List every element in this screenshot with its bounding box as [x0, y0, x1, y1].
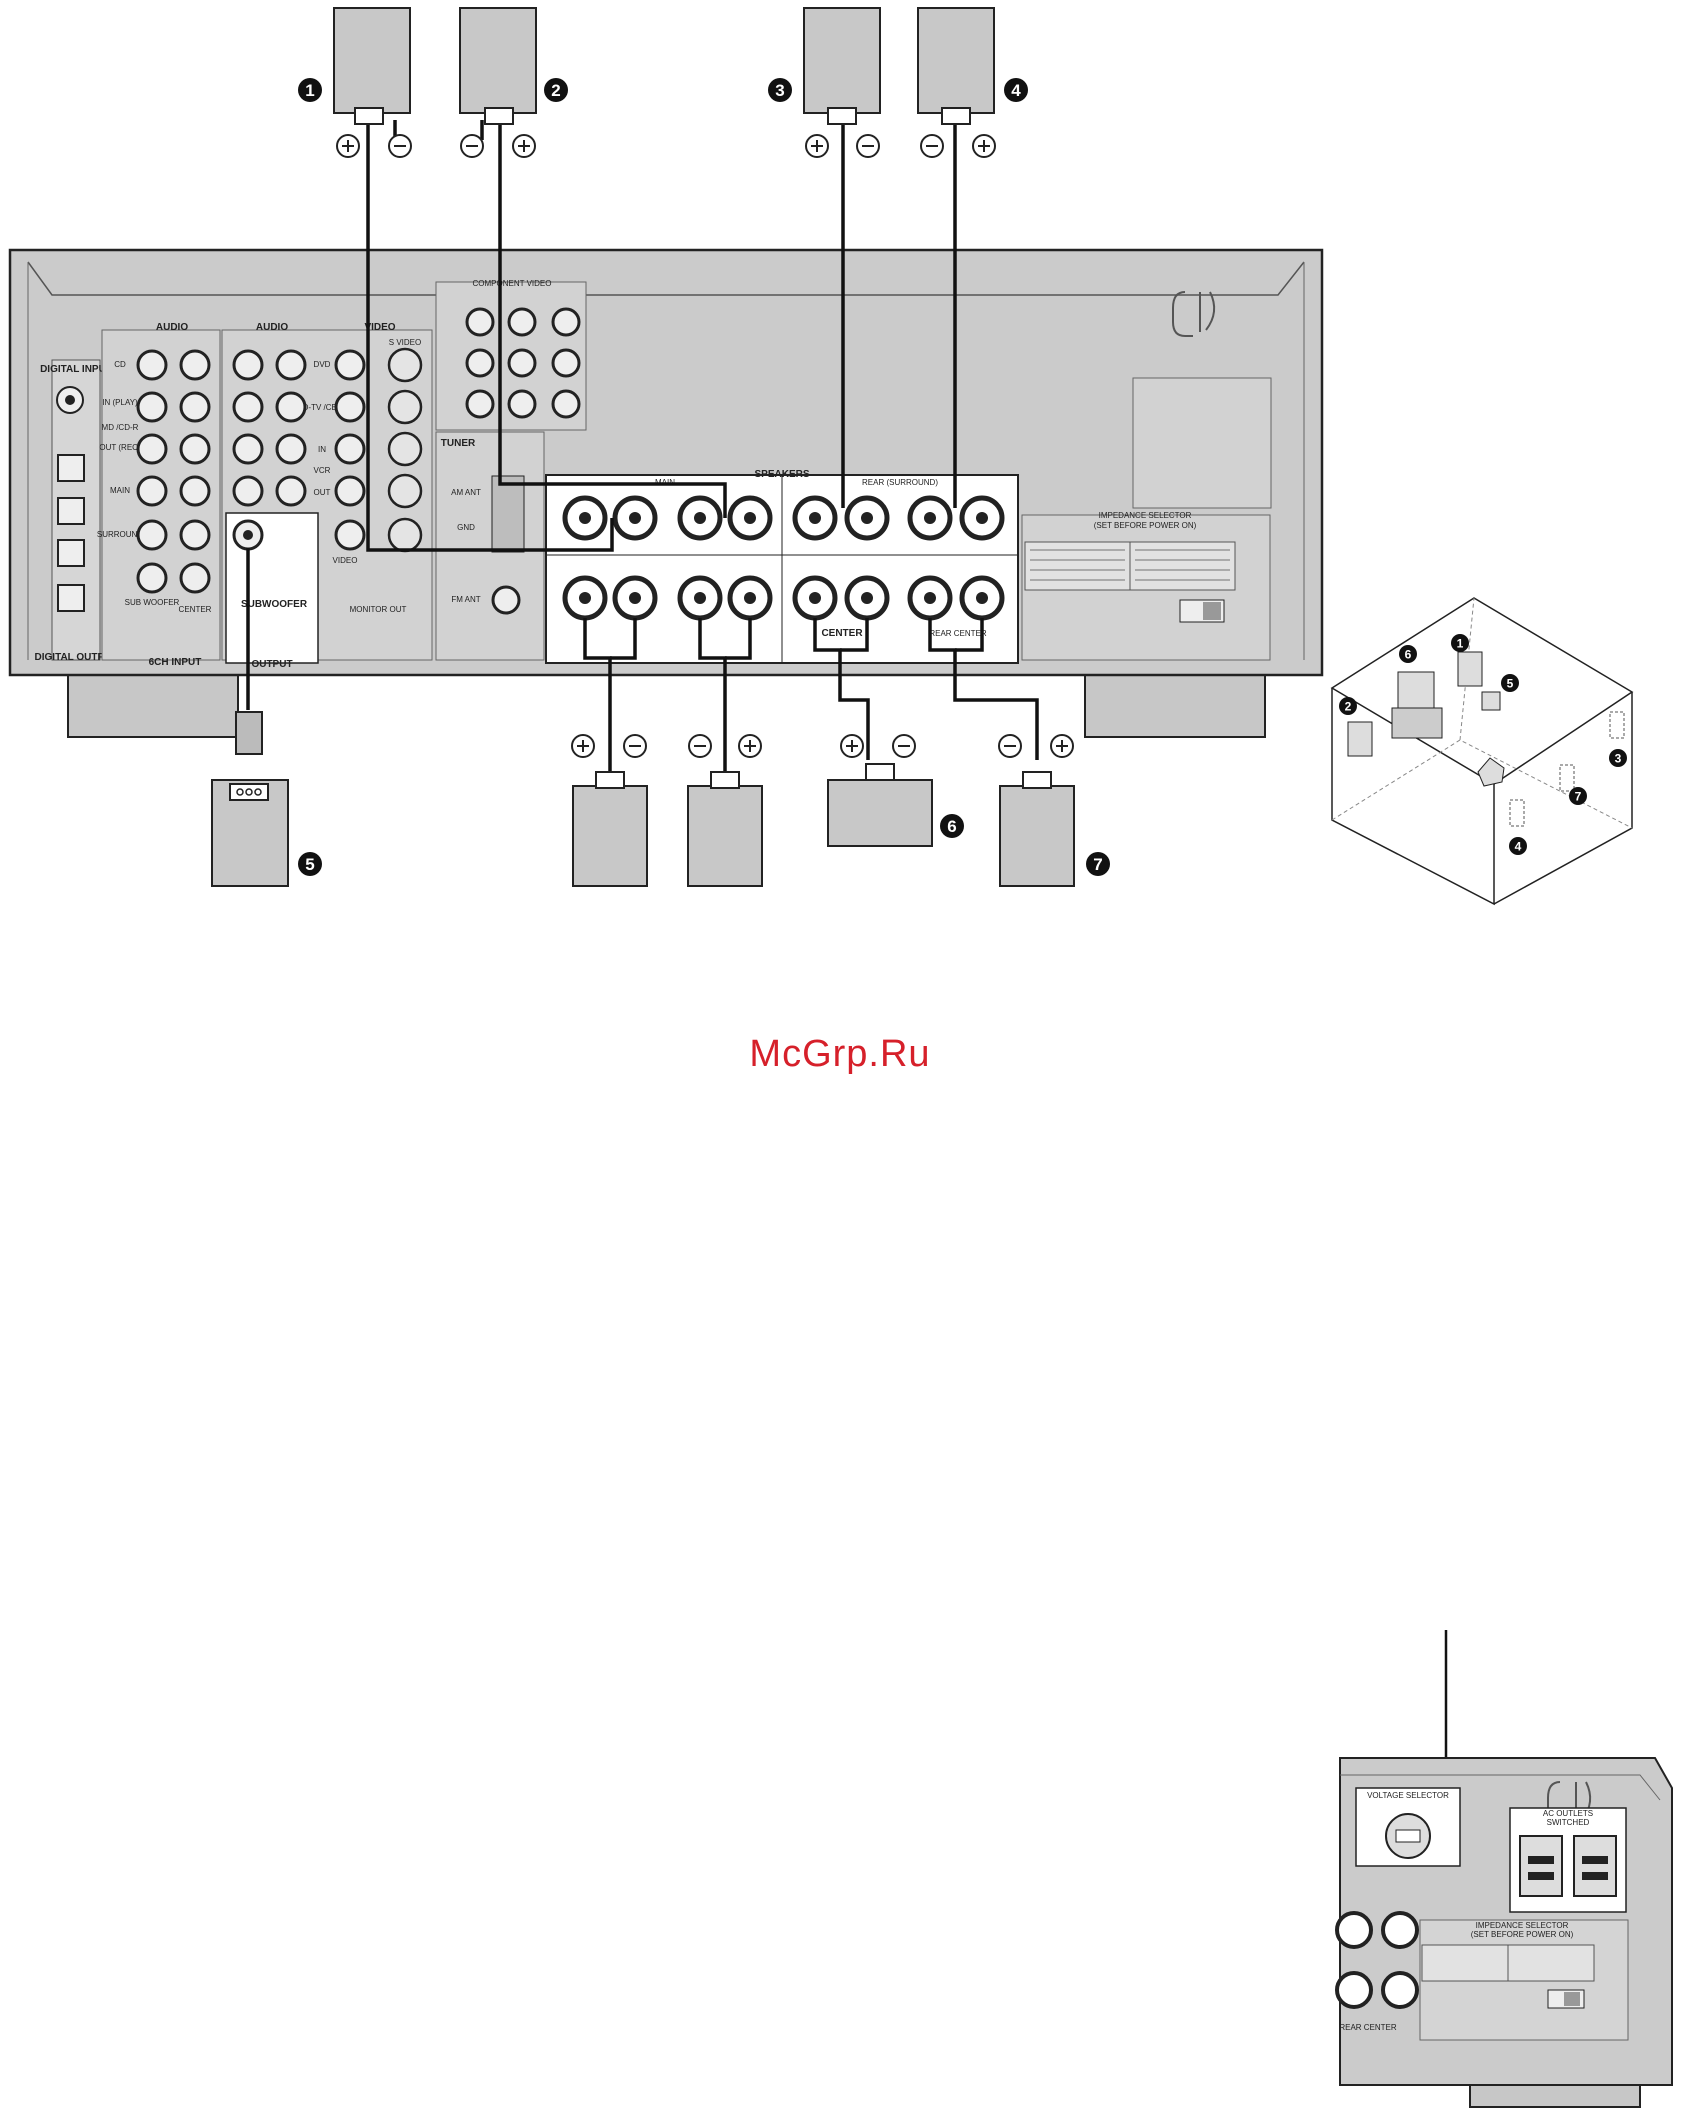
rear-center-label: REAR CENTER [929, 629, 987, 638]
speaker-terminals [562, 495, 1005, 621]
subwoofer-output-label: SUBWOOFER [241, 599, 308, 610]
speaker-number-badge: 4 [1509, 837, 1527, 855]
speaker-number: 5 [1507, 676, 1514, 690]
audio-label-2: AUDIO [256, 322, 288, 333]
input-label-center: CENTER [179, 605, 212, 614]
speaker-wires [246, 120, 1039, 780]
inset-impedance-label: IMPEDANCE SELECTOR [1476, 1921, 1569, 1930]
speaker-number: 7 [1093, 855, 1102, 874]
ac-outlets-label: AC OUTLETS [1543, 1809, 1593, 1818]
inset-set-before-power-label: (SET BEFORE POWER ON) [1471, 1930, 1574, 1939]
rear-surround-label: REAR (SURROUND) [862, 478, 938, 487]
inset-rear-center-label: REAR CENTER [1339, 2023, 1397, 2032]
speaker-number: 3 [775, 81, 784, 100]
digital-input-label: DIGITAL INPUT [40, 364, 112, 375]
am-ant-label: AM ANT [451, 488, 481, 497]
speaker-number-badge: 5 [1501, 674, 1519, 692]
gnd-label: GND [457, 523, 475, 532]
speaker-number: 4 [1515, 839, 1522, 853]
speakers-label: SPEAKERS [754, 469, 809, 480]
video-label-dtv: D-TV /CBL [303, 403, 342, 412]
speaker-number: 2 [551, 81, 560, 100]
video-label: VIDEO [364, 322, 395, 333]
speaker-number-badge: 2 [1339, 697, 1357, 715]
speaker-number: 1 [305, 81, 314, 100]
center-label: CENTER [821, 628, 863, 639]
speaker-number: 5 [305, 855, 314, 874]
room-layout-diagram: 1 2 3 4 5 6 7 [1330, 597, 1634, 906]
input-label-surround: SURROUND [97, 530, 143, 539]
output-label: OUTPUT [251, 659, 292, 670]
fm-ant-label: FM ANT [451, 595, 480, 604]
speaker-number: 3 [1615, 751, 1622, 765]
speaker-number-badge: 3 [768, 78, 792, 102]
speaker-number-badge: 7 [1086, 852, 1110, 876]
video-label-dvd: DVD [314, 360, 331, 369]
speaker-number-badge: 3 [1609, 749, 1627, 767]
digital-output-label: DIGITAL OUTPUT [35, 652, 118, 663]
video-label-video: VIDEO [333, 556, 358, 565]
impedance-selector-label: IMPEDANCE SELECTOR [1099, 511, 1192, 520]
input-label-subwoofer: SUB WOOFER [125, 598, 180, 607]
six-ch-input-label: 6CH INPUT [149, 657, 202, 668]
input-label-out-rec: OUT (REC) [99, 443, 141, 452]
speaker-number-badge: 6 [1399, 645, 1417, 663]
watermark-text: McGrp.Ru [749, 1033, 930, 1075]
speaker-number-badge: 2 [544, 78, 568, 102]
input-label-in-play: IN (PLAY) [102, 398, 138, 407]
voltage-selector-inset: VOLTAGE SELECTOR AC OUTLETS SWITCHED REA… [1335, 1630, 1673, 2108]
video-label-in: IN [318, 445, 326, 454]
speaker-number: 6 [947, 817, 956, 836]
speaker-number-badge: 1 [298, 78, 322, 102]
speaker-number-badge: 4 [1004, 78, 1028, 102]
audio-label-1: AUDIO [156, 322, 188, 333]
switched-label: SWITCHED [1547, 1818, 1590, 1827]
input-label-md: MD /CD-R [102, 423, 139, 432]
receiver-rear-panel: DIGITAL INPUT DIGITAL OUTPUT AUDIO CD IN… [8, 248, 1324, 738]
voltage-selector-label: VOLTAGE SELECTOR [1367, 1791, 1449, 1800]
speaker-number-badge: 6 [940, 814, 964, 838]
speaker-number-badge: 5 [298, 852, 322, 876]
set-before-power-label: (SET BEFORE POWER ON) [1094, 521, 1197, 530]
top-speakers [333, 7, 996, 158]
monitor-out-label: MONITOR OUT [350, 605, 407, 614]
speaker-number: 6 [1405, 647, 1412, 661]
speaker-number-badge: 7 [1569, 787, 1587, 805]
speaker-number: 4 [1011, 81, 1021, 100]
input-label-cd: CD [114, 360, 126, 369]
speaker-number: 7 [1575, 789, 1582, 803]
speaker-number: 1 [1457, 636, 1464, 650]
input-label-main: MAIN [110, 486, 130, 495]
speaker-number: 2 [1345, 699, 1352, 713]
video-label-out: OUT [314, 488, 331, 497]
component-video-label: COMPONENT VIDEO [473, 279, 552, 288]
video-label-vcr: VCR [314, 466, 331, 475]
speaker-number-badge: 1 [1451, 634, 1469, 652]
speaker-number-badges: 1 2 3 4 5 6 7 [298, 78, 1110, 876]
tuner-label: TUNER [441, 438, 476, 449]
bottom-speakers [211, 711, 1075, 887]
svideo-label: S VIDEO [389, 338, 421, 347]
